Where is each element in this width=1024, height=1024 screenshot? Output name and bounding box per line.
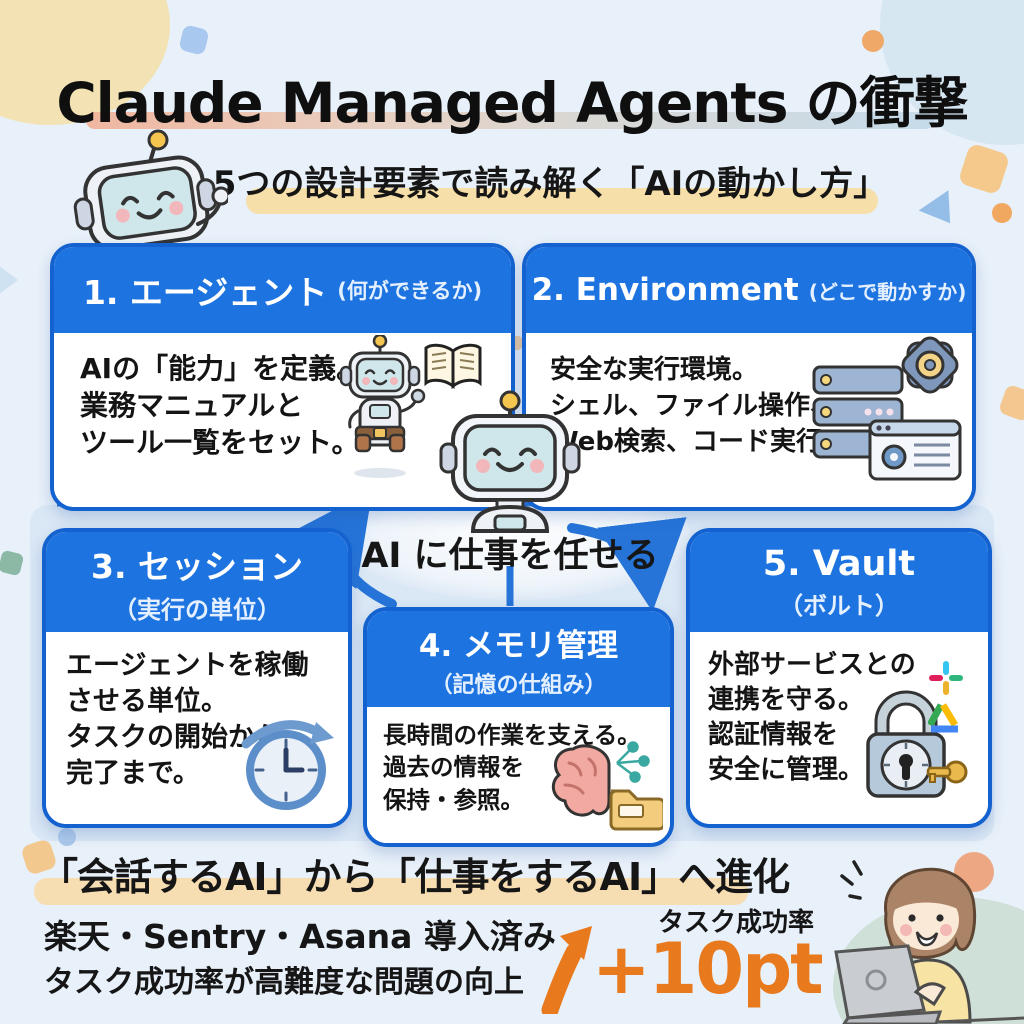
center-robot-icon: [439, 390, 581, 533]
card-memory-title: 4. メモリ管理: [418, 627, 619, 664]
card-session-header: 3. セッション （実行の単位）: [46, 532, 348, 632]
card-agent-line: ツール一覧をセット。: [80, 425, 360, 459]
card-session-body: エージェントを稼働 させる単位。 タスクの開始から 完了まで。: [46, 632, 348, 824]
card-vault: 5. Vault （ボルト） 外部サービスとの 連携を守る。 認証情報を 安全に…: [686, 528, 992, 828]
robot-mascot-icon: [73, 129, 228, 278]
card-session-line: エージェントを稼働: [66, 650, 309, 681]
card-memory-header: 4. メモリ管理 （記憶の仕組み）: [367, 611, 670, 707]
laptop-icon: [834, 944, 943, 1024]
card-vault-line: 連携を守る。: [708, 685, 865, 716]
footer-headline: 「会話するAI」から「仕事をするAI」へ進化: [40, 855, 790, 899]
footer-result: タスク成功率が高難度な問題の向上: [44, 965, 524, 1000]
card-vault-header: 5. Vault （ボルト）: [690, 532, 988, 632]
robot-toolbelt-icon: [339, 335, 426, 478]
card-environment-line: Web検索、コード実行。: [550, 426, 848, 457]
footer-highlight-bar: [34, 878, 748, 905]
folder-icon: [609, 789, 663, 831]
card-vault-body: 外部サービスとの 連携を守る。 認証情報を 安全に管理。: [690, 632, 988, 824]
card-vault-line: 認証情報を: [708, 720, 839, 751]
card-environment-paren: (どこで動かすか): [808, 279, 967, 304]
card-memory: 4. メモリ管理 （記憶の仕組み） 長時間の作業を支える。 過去の情報を 保持・…: [363, 607, 674, 847]
card-session-paren: （実行の単位）: [113, 595, 281, 624]
circuit-icon: [616, 741, 650, 783]
card-vault-line: 安全に管理。: [708, 755, 865, 786]
key-icon: [926, 760, 968, 784]
card-agent-line: 業務マニュアルと: [80, 388, 304, 422]
card-agent-title: 1. エージェント: [82, 273, 328, 312]
google-drive-icon: [928, 703, 959, 733]
card-environment: 2. Environment (どこで動かすか) 安全な実行環境。 シェル、ファ…: [522, 243, 976, 511]
card-environment-title: 2. Environment: [531, 272, 799, 308]
card-environment-body: 安全な実行環境。 シェル、ファイル操作、 Web検索、コード実行。: [526, 333, 972, 507]
server-stack-icon: [812, 336, 962, 481]
app-window-icon: [868, 419, 962, 481]
card-environment-line: 安全な実行環境。: [550, 355, 759, 385]
card-agent-header: 1. エージェント (何ができるか): [54, 247, 511, 333]
up-arrow-icon: [541, 926, 592, 1014]
clock-cycle-icon: [241, 720, 334, 810]
metric-label: タスク成功率: [658, 908, 815, 938]
card-session-line: させる単位。: [66, 685, 228, 717]
title-highlight-bar: [86, 112, 934, 129]
sparkle-icon: [840, 860, 863, 900]
card-session: 3. セッション （実行の単位） エージェントを稼働 させる単位。 タスクの開始…: [42, 528, 352, 828]
card-vault-paren: （ボルト）: [779, 591, 899, 620]
brain-icon: [551, 741, 663, 831]
metric-value: +10pt: [592, 928, 824, 1010]
card-session-title: 3. セッション: [91, 546, 303, 586]
card-environment-header: 2. Environment (どこで動かすか): [526, 247, 972, 333]
open-book-icon: [424, 343, 482, 390]
footer-adopters: 楽天・Sentry・Asana 導入済み: [44, 917, 556, 956]
card-memory-line: 長時間の作業を支える。: [383, 721, 641, 749]
card-session-line: 完了まで。: [66, 757, 200, 789]
center-label: AI に仕事を任せる: [361, 536, 659, 576]
card-environment-line: シェル、ファイル操作、: [550, 390, 837, 421]
woman-at-laptop-illustration: [833, 852, 1024, 1024]
card-memory-line: 保持・参照。: [383, 785, 524, 814]
card-memory-paren: （記憶の仕組み）: [430, 672, 607, 698]
card-agent: 1. エージェント (何ができるか) AIの「能力」を定義。 業務マニュアルと …: [50, 243, 515, 511]
card-agent-paren: (何ができるか): [337, 279, 483, 303]
card-memory-line: 過去の情報を: [383, 753, 524, 782]
card-agent-body: AIの「能力」を定義。 業務マニュアルと ツール一覧をセット。: [54, 333, 511, 507]
subtitle-highlight-bar: [246, 188, 878, 214]
gear-icon: [901, 336, 959, 394]
page-subtitle: 5つの設計要素で読み解く「AIの動かし方」: [212, 164, 888, 204]
slack-icon: [929, 661, 963, 695]
card-vault-line: 外部サービスとの: [708, 650, 916, 680]
card-vault-title: 5. Vault: [762, 543, 916, 584]
card-memory-body: 長時間の作業を支える。 過去の情報を 保持・参照。: [367, 707, 670, 843]
padlock-key-icon: [866, 690, 968, 798]
page-title: Claude Managed Agents の衝撃: [56, 71, 968, 135]
card-agent-line: AIの「能力」を定義。: [80, 352, 365, 385]
